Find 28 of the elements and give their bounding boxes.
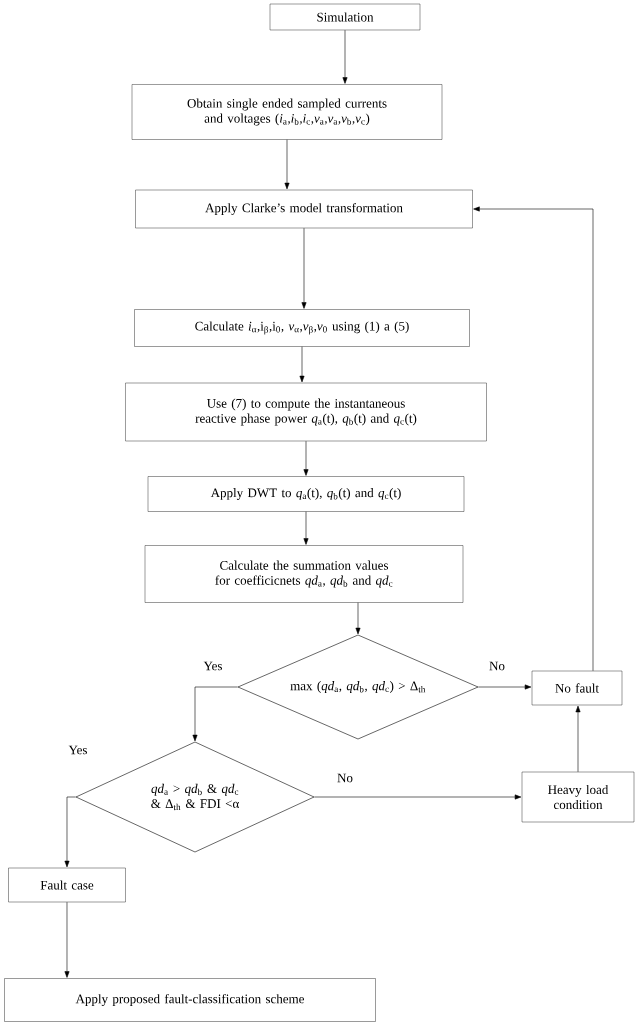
arrow <box>284 139 290 190</box>
arrow <box>355 602 361 635</box>
arrow <box>313 794 522 800</box>
arrow <box>192 686 239 742</box>
process-box: Apply proposed fault-classification scheme <box>4 978 376 1022</box>
process-box: Heavy load condition <box>521 771 635 823</box>
edge-label: No <box>488 660 506 672</box>
arrow <box>64 901 70 978</box>
arrow <box>575 705 581 773</box>
process-box: Obtain single ended sampled currents and voltages (i$_{a}$,i$_{b}$,i$_{c}$,v$_{a}$,v$_{a}$,v$_{b}$,v$_{c}$) <box>131 84 443 140</box>
process-box: Fault case <box>8 867 126 903</box>
process-box: No fault <box>531 670 623 706</box>
arrow <box>301 227 307 309</box>
arrow <box>64 796 77 868</box>
arrow <box>473 206 594 672</box>
edge-label: Yes <box>202 660 224 672</box>
process-box: Calculate the summation values for coefficicnets qd$_{a}$, qd$_{b}$ and qd$_{c}$ <box>144 545 464 603</box>
arrow <box>477 684 532 690</box>
edge-label: No <box>336 772 354 784</box>
arrow <box>299 346 305 383</box>
arrow <box>342 29 348 84</box>
arrow <box>303 511 309 545</box>
process-box: Simulation <box>269 3 421 31</box>
process-box: Apply DWT to q$_{a}$(t), q$_{b}$(t) and q$_{c}$(t) <box>147 476 465 512</box>
process-box: Use (7) to compute the instantaneous reactive phase power q$_{a}$(t), q$_{b}$(t) and q$_{c}$(t) <box>125 382 487 442</box>
process-box: Apply Clarke’s model transformation <box>135 189 473 229</box>
process-box: Calculate i$_{α}$,i$_{β}$,i$_{0}$, v$_{α}$,v$_{β}$,v$_{0}$ using (1) a (5) <box>134 309 470 347</box>
arrow <box>303 440 309 476</box>
